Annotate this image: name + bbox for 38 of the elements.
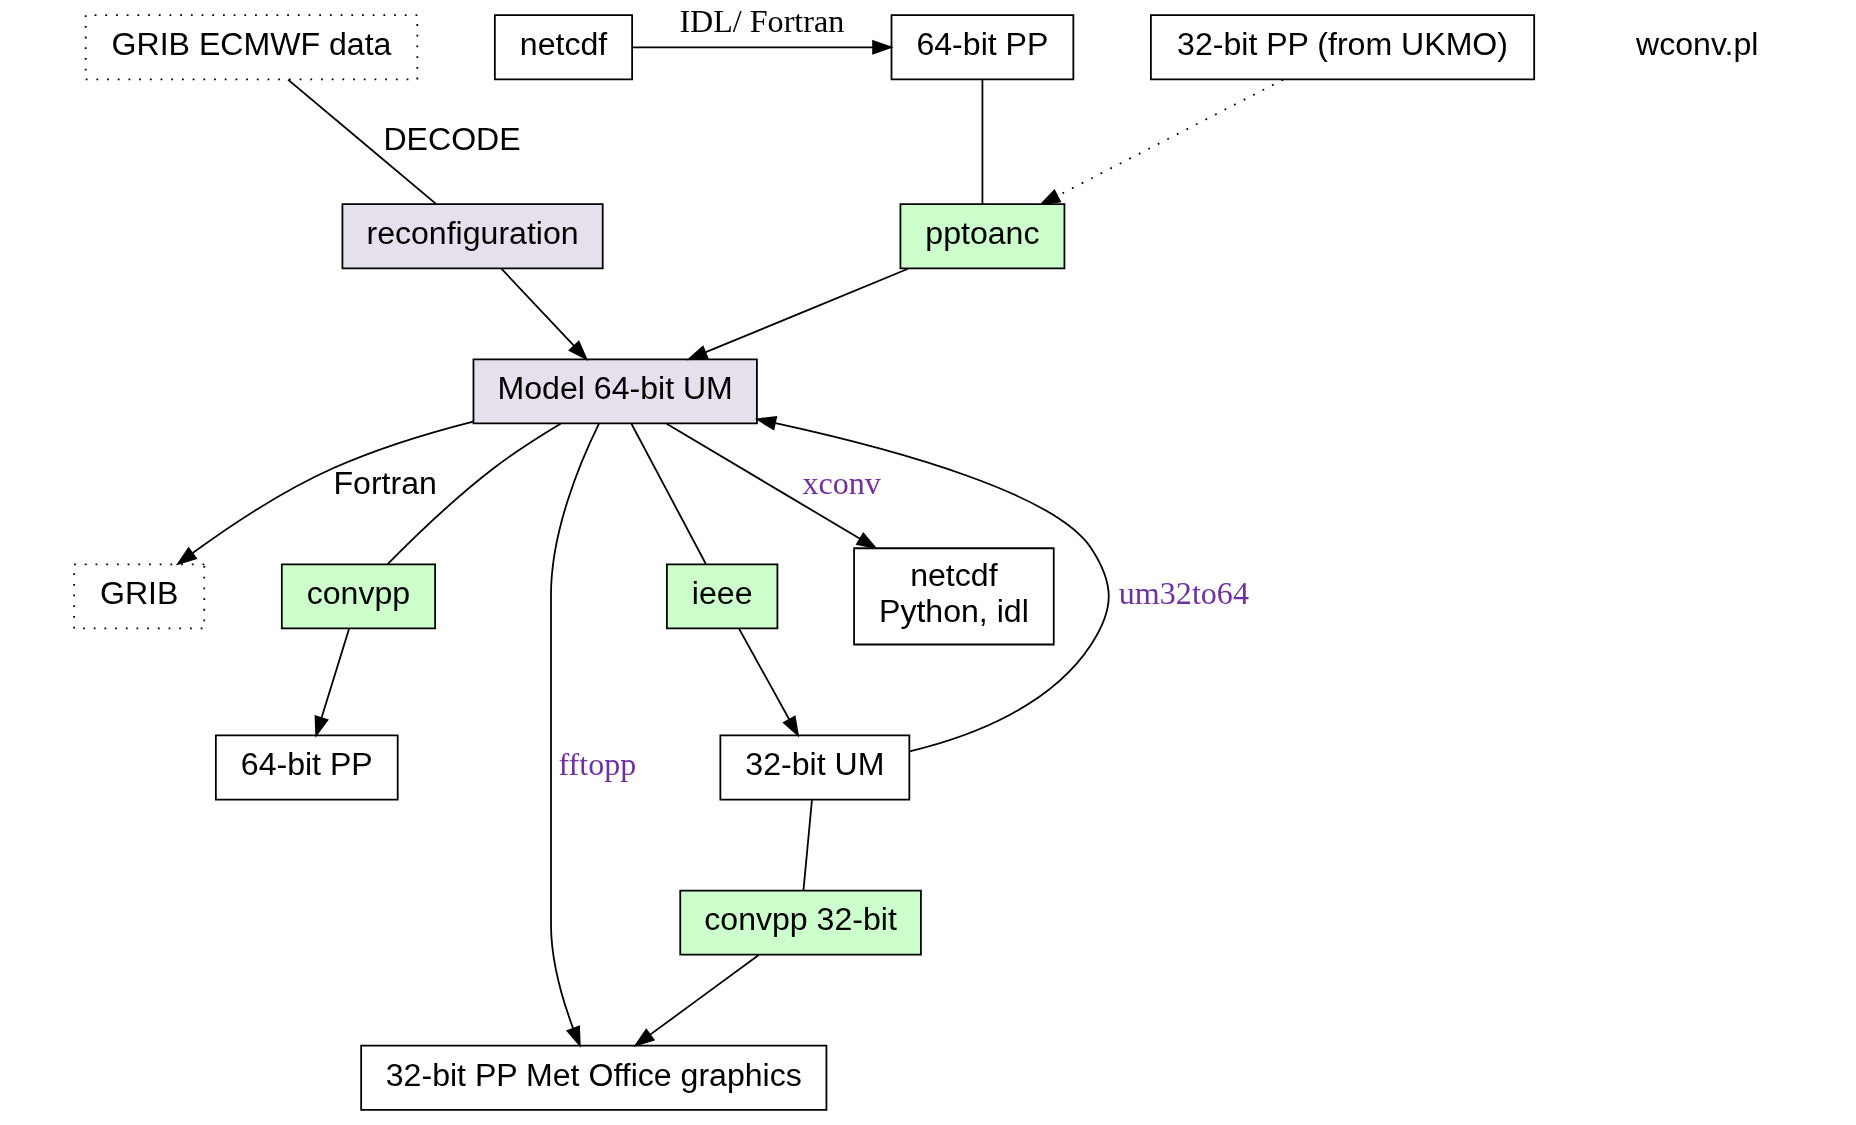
edge-label: xconv: [801, 464, 881, 501]
edge-label: IDL/ Fortran: [678, 2, 844, 39]
edge-label: um32to64: [1118, 575, 1249, 612]
connector: [630, 422, 707, 565]
node-box: GRIB ECMWF data: [84, 14, 418, 81]
arrow: [1038, 78, 1284, 206]
arrow: [500, 267, 588, 361]
node-box: 32-bit UM: [719, 734, 910, 801]
arrow: [632, 954, 760, 1047]
edge-label: DECODE: [382, 120, 521, 157]
node-box: convpp 32-bit: [678, 889, 922, 956]
connector: [802, 799, 813, 892]
edge-label: fftopp: [557, 746, 636, 783]
connector: [386, 422, 561, 565]
connector: [981, 78, 983, 205]
edge-label: Fortran: [333, 464, 437, 501]
node-box: 32-bit PP Met Office graphics: [359, 1044, 827, 1111]
node-box: Model 64-bit UM: [472, 358, 758, 425]
connector: [286, 78, 437, 205]
node-box: netcdf Python, idl: [852, 547, 1055, 646]
arrow: [549, 422, 600, 1048]
node-box: ieee: [665, 563, 778, 630]
arrow: [175, 420, 474, 566]
node-box: GRIB: [72, 563, 205, 630]
arrow: [630, 39, 894, 55]
node-box: 32-bit PP (from UKMO): [1149, 14, 1535, 81]
node-box: 64-bit PP: [214, 734, 399, 801]
arrow: [754, 415, 1110, 753]
node-box: pptoanc: [899, 203, 1065, 270]
arrow: [314, 628, 350, 738]
label: wconv.pl: [1635, 26, 1759, 63]
node-box: netcdf: [493, 14, 633, 81]
node-box: 64-bit PP: [890, 14, 1074, 81]
arrow: [685, 267, 909, 361]
node-box: reconfiguration: [341, 203, 604, 270]
arrow: [665, 422, 878, 550]
arrow: [737, 628, 799, 738]
node-box: convpp: [280, 563, 436, 630]
